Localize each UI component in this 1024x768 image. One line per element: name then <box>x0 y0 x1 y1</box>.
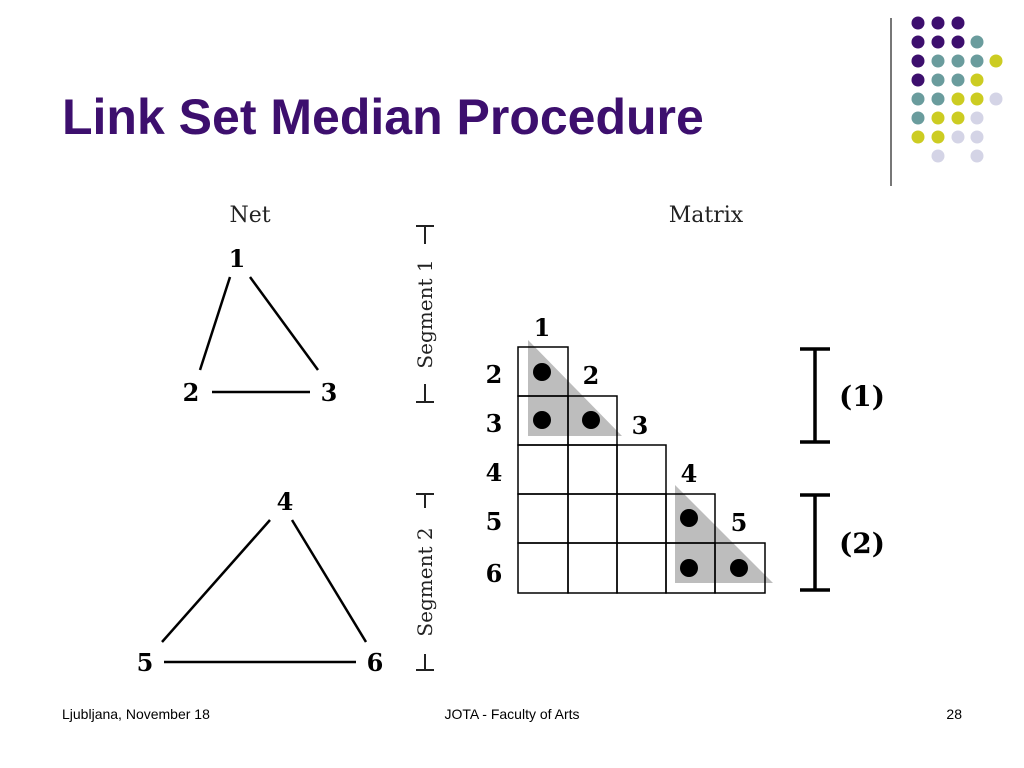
matrix-diag-label-1: 1 <box>534 313 551 342</box>
matrix-shade-1 <box>528 340 622 436</box>
slide-number: 28 <box>946 706 962 722</box>
matrix-row-label-2: 2 <box>486 360 503 389</box>
net-node-1: 1 <box>229 244 246 273</box>
matrix-diag-label-4: 4 <box>681 459 698 488</box>
net-node-6: 6 <box>367 648 384 677</box>
net-node-2: 2 <box>183 378 200 407</box>
bracket-2 <box>800 493 830 592</box>
matrix-row-label-3: 3 <box>486 409 503 438</box>
matrix-row-label-5: 5 <box>486 507 503 536</box>
link-set-diagram: Net Matrix 1 2 3 4 5 6 Segment 1 Segment… <box>137 203 885 677</box>
bracket-2-label: (2) <box>839 527 885 560</box>
segment-2-label: Segment 2 <box>413 527 437 636</box>
bracket-1 <box>800 347 830 444</box>
net-node-3: 3 <box>321 378 338 407</box>
matrix-row-label-6: 6 <box>486 559 503 588</box>
segment-1-label: Segment 1 <box>413 259 437 368</box>
footer-location-date: Ljubljana, November 18 <box>62 706 210 722</box>
matrix-diag-label-2: 2 <box>583 361 600 390</box>
matrix-diag-label-5: 5 <box>731 508 748 537</box>
bracket-1-label: (1) <box>839 380 885 413</box>
matrix-shade-2 <box>675 485 773 583</box>
net-triangle-2 <box>161 519 368 664</box>
net-node-4: 4 <box>277 487 294 516</box>
footer-organization: JOTA - Faculty of Arts <box>444 706 580 722</box>
segment-2-bracket <box>416 493 434 671</box>
divider-line <box>890 18 892 186</box>
segment-1-bracket <box>416 225 434 403</box>
matrix-row-label-4: 4 <box>486 458 503 487</box>
matrix-grid <box>517 346 766 594</box>
decorative-dot-grid <box>911 16 1003 163</box>
matrix-link-dots <box>533 363 748 577</box>
matrix-diag-label-3: 3 <box>632 411 649 440</box>
net-node-5: 5 <box>137 648 154 677</box>
net-heading: Net <box>229 203 270 228</box>
net-triangle-1 <box>198 276 320 394</box>
slide-title: Link Set Median Procedure <box>62 89 704 145</box>
matrix-heading: Matrix <box>669 203 744 228</box>
